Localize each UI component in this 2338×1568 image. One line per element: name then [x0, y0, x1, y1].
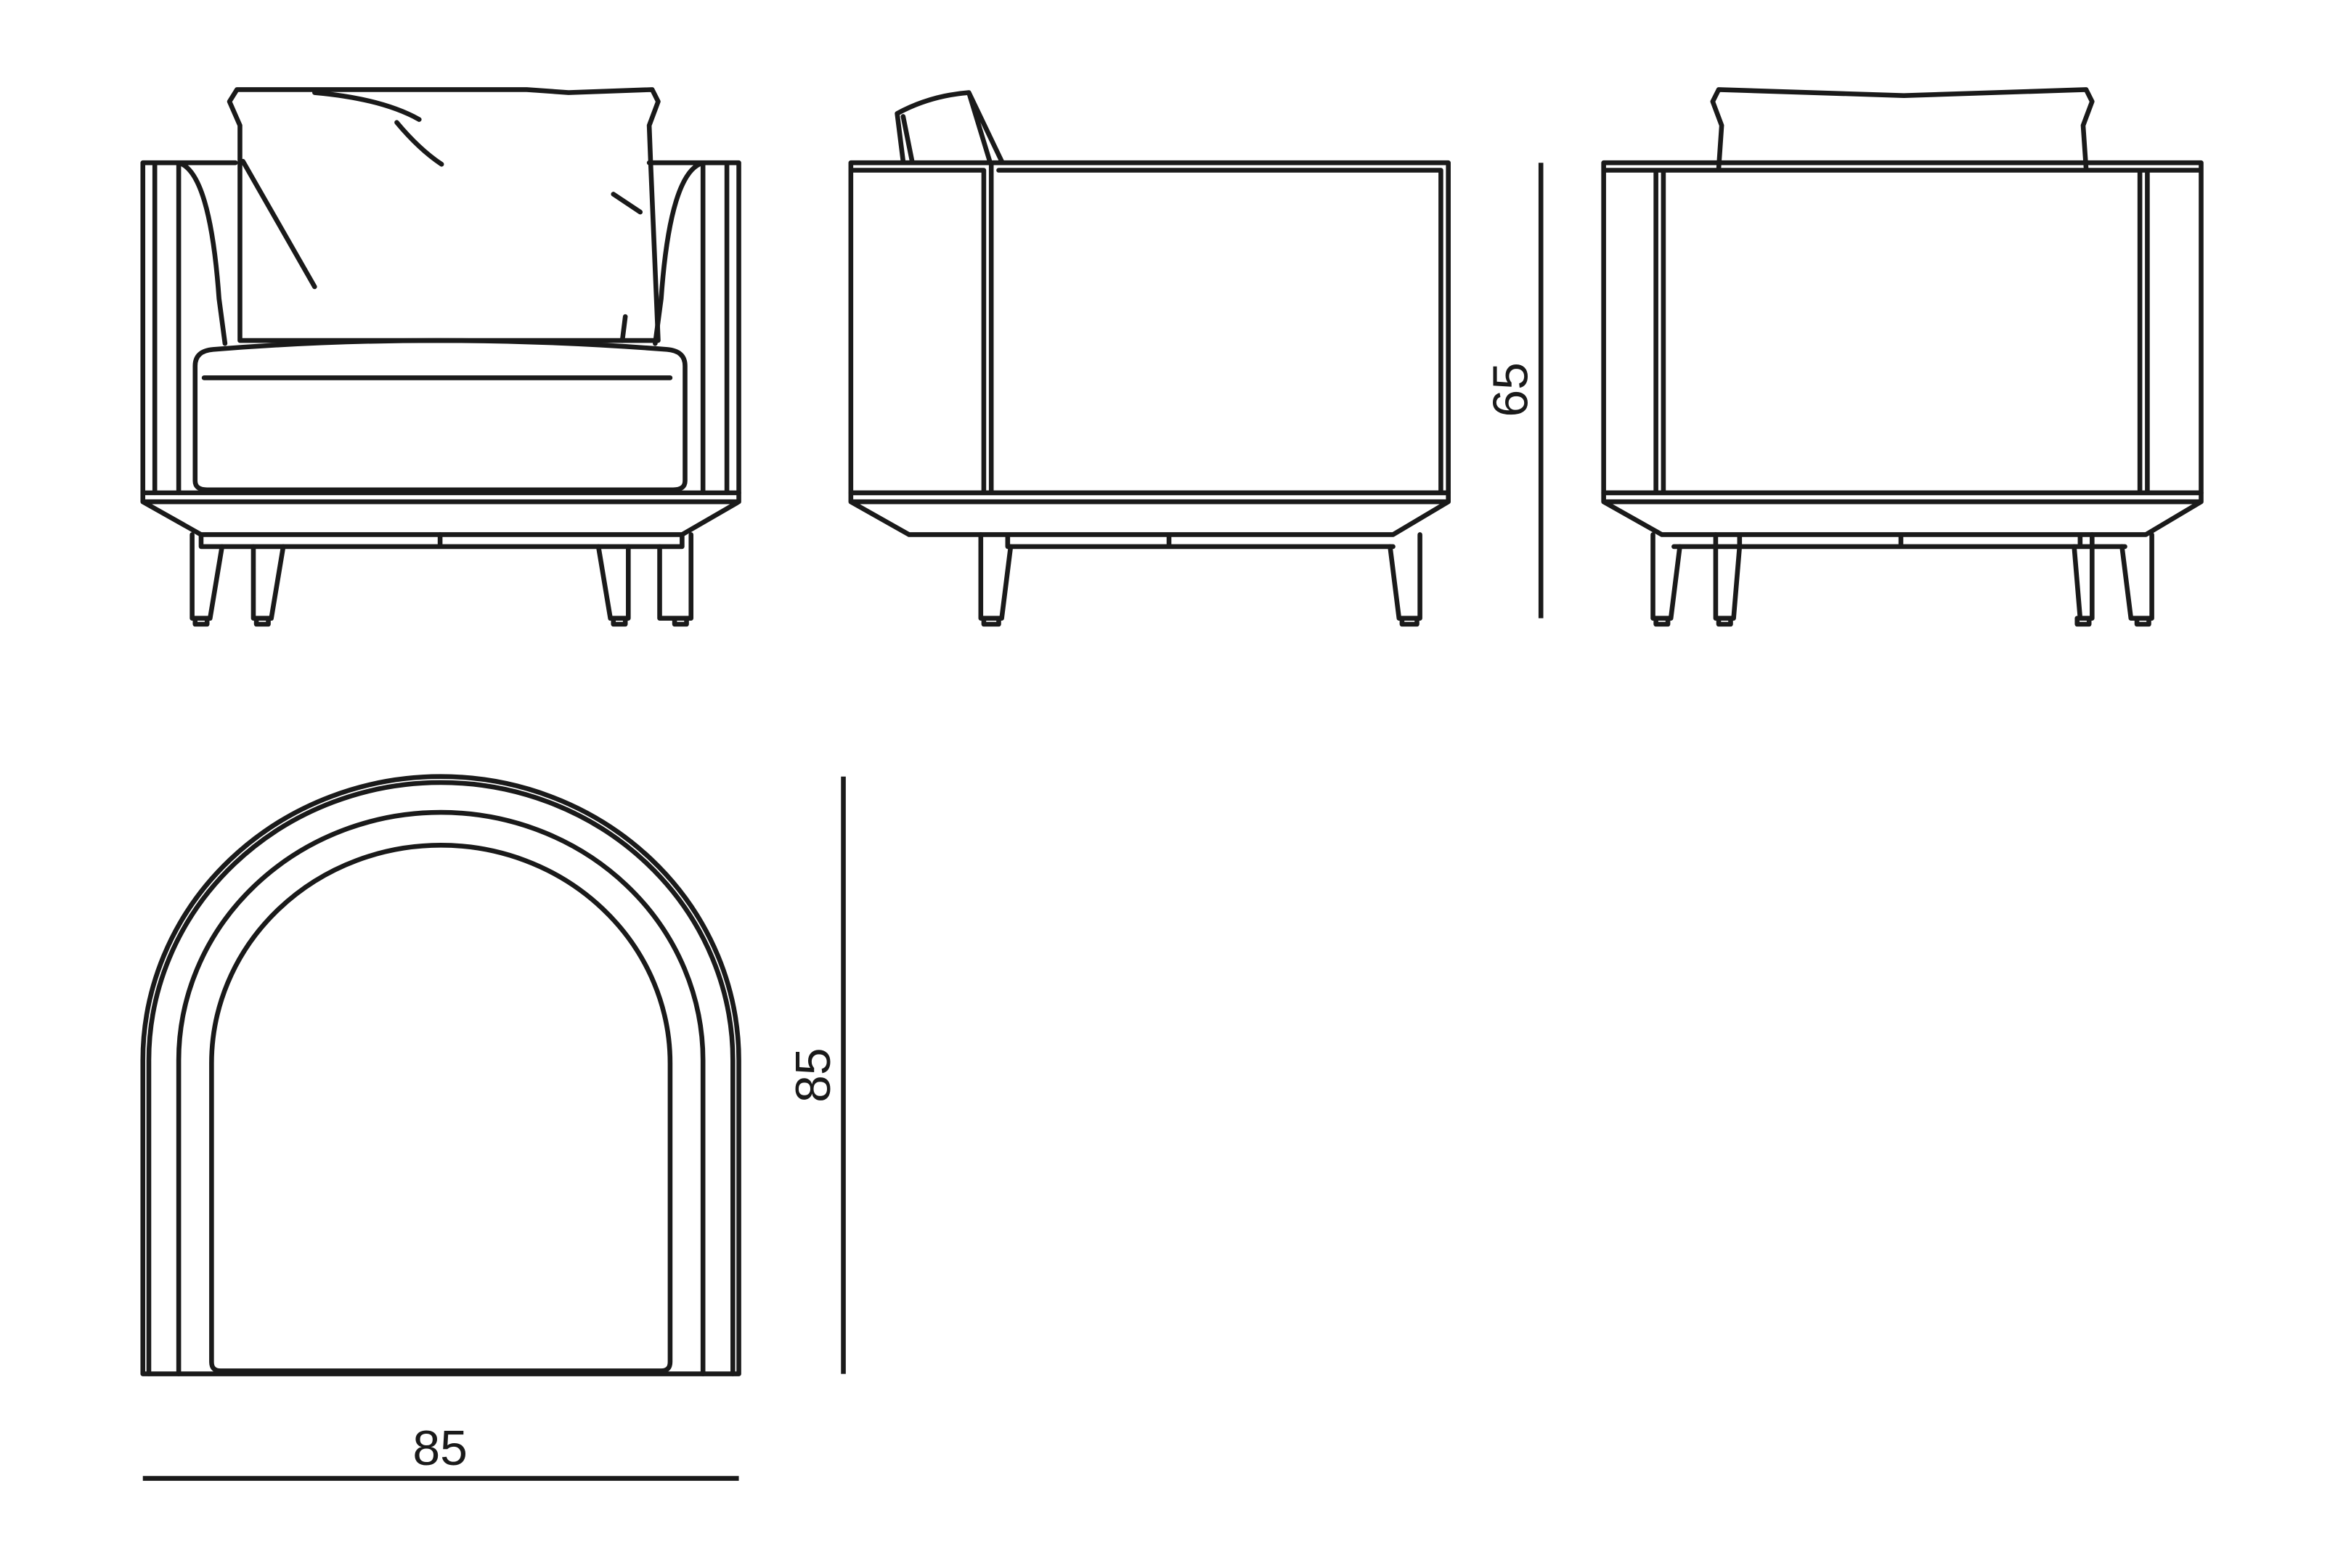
dimension-depth-label: 85	[786, 1048, 841, 1103]
side-view	[848, 90, 1451, 627]
dimension-height: 65	[1484, 163, 1544, 618]
dimension-depth: 85	[786, 776, 846, 1374]
top-seat-outline	[209, 843, 673, 1373]
top-outer-outline	[140, 774, 741, 1376]
side-body	[848, 160, 1451, 496]
front-left-arm	[140, 160, 238, 496]
dimension-height-label: 65	[1484, 362, 1539, 417]
back-view	[1601, 87, 2204, 627]
front-base	[140, 490, 741, 537]
back-body	[1601, 160, 2204, 496]
front-legs	[190, 532, 694, 627]
back-legs	[1650, 532, 2154, 627]
dimension-width-label: 85	[412, 1421, 468, 1476]
top-arm-inner-outline	[176, 809, 706, 1376]
top-view	[140, 774, 741, 1376]
dimension-width: 85	[142, 1421, 739, 1481]
front-back-cushion	[227, 87, 661, 343]
side-back-cushion	[895, 90, 1004, 164]
side-base	[848, 490, 1451, 550]
front-view	[140, 87, 741, 627]
front-right-arm	[646, 160, 741, 496]
back-cushion	[1710, 87, 2095, 171]
back-base	[1601, 490, 2204, 550]
front-seat-cushion	[192, 338, 688, 493]
side-legs	[978, 532, 1422, 627]
